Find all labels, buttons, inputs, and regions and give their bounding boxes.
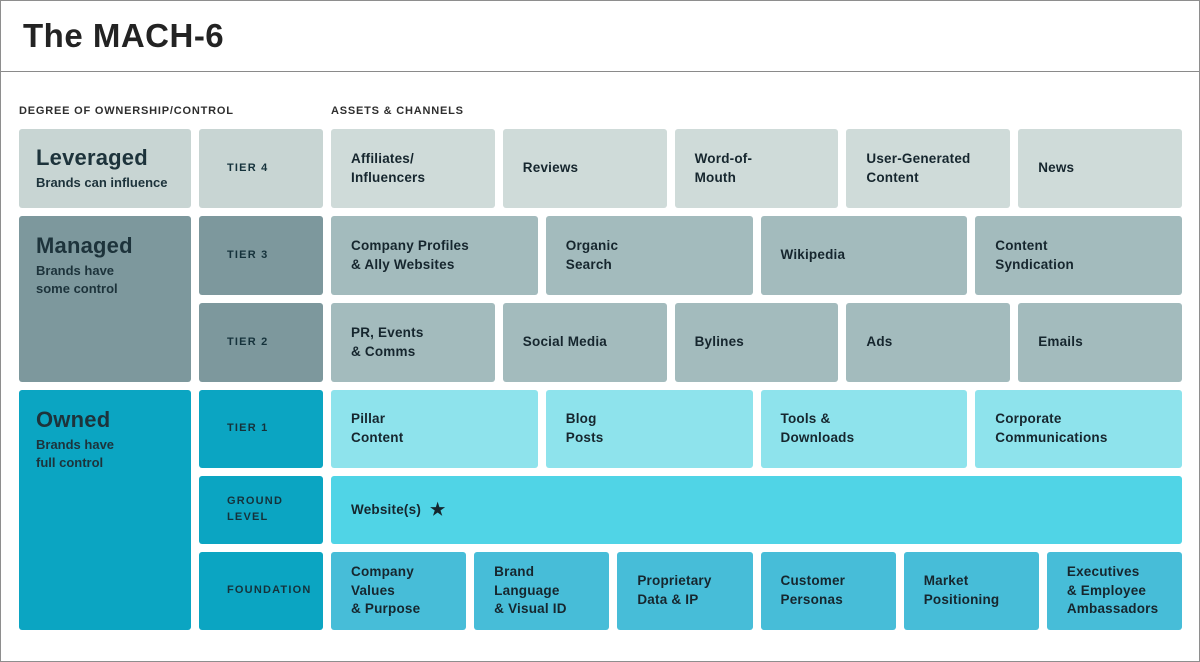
- box-ads: Ads: [846, 303, 1011, 382]
- box-corporate-communications: Corporate Communications: [975, 390, 1182, 468]
- tier-label-foundation: FOUNDATION: [199, 552, 323, 630]
- box-company-values-purpose: Company Values & Purpose: [331, 552, 467, 630]
- websites-label: Website(s): [351, 501, 422, 517]
- box-customer-personas: Customer Personas: [760, 552, 896, 630]
- tier-label-tier2: TIER 2: [199, 303, 323, 382]
- box-pillar-content: Pillar Content: [331, 390, 538, 468]
- box-market-positioning: Market Positioning: [903, 552, 1039, 630]
- channel-row-tier4: Affiliates/ Influencers Reviews Word-of-…: [331, 129, 1182, 208]
- tier-label-tier4: TIER 4: [199, 129, 323, 208]
- box-reviews: Reviews: [502, 129, 667, 208]
- tier-label-tier3: TIER 3: [199, 216, 323, 295]
- box-wikipedia: Wikipedia: [760, 216, 968, 295]
- tier-label-ground-level: GROUND LEVEL: [199, 476, 323, 544]
- star-icon: ★: [430, 500, 446, 520]
- ownership-block-managed: Managed Brands have some control: [19, 216, 191, 382]
- box-organic-search: Organic Search: [545, 216, 753, 295]
- box-content-syndication: Content Syndication: [975, 216, 1182, 295]
- ownership-title-owned: Owned: [36, 407, 111, 432]
- header-degree-of-ownership: DEGREE OF OWNERSHIP/CONTROL: [19, 105, 234, 117]
- box-tools-downloads: Tools & Downloads: [760, 390, 968, 468]
- header-assets-channels: ASSETS & CHANNELS: [331, 105, 464, 117]
- box-news: News: [1018, 129, 1182, 208]
- box-company-profiles-ally-websites: Company Profiles & Ally Websites: [331, 216, 538, 295]
- tier-label-tier1: TIER 1: [199, 390, 323, 468]
- title-bar: The MACH-6: [1, 1, 1199, 72]
- ownership-block-leveraged: Leveraged Brands can influence: [19, 129, 191, 208]
- ownership-block-owned: Owned Brands have full control: [19, 390, 191, 630]
- box-emails: Emails: [1018, 303, 1182, 382]
- diagram-content: DEGREE OF OWNERSHIP/CONTROL ASSETS & CHA…: [1, 72, 1199, 630]
- ownership-desc-leveraged: Brands can influence: [36, 175, 168, 191]
- column-headers: DEGREE OF OWNERSHIP/CONTROL ASSETS & CHA…: [19, 72, 1182, 129]
- ownership-title-leveraged: Leveraged: [36, 145, 148, 171]
- diagram-grid: Leveraged Brands can influence Managed B…: [19, 129, 1183, 630]
- box-social-media: Social Media: [502, 303, 667, 382]
- box-executives-employee-ambassadors: Executives & Employee Ambassadors: [1046, 552, 1183, 630]
- box-pr-events-comms: PR, Events & Comms: [331, 303, 495, 382]
- box-brand-language-visual-id: Brand Language & Visual ID: [474, 552, 610, 630]
- page-title: The MACH-6: [23, 17, 225, 54]
- channel-row-foundation: Company Values & Purpose Brand Language …: [331, 552, 1183, 630]
- channel-row-tier3: Company Profiles & Ally Websites Organic…: [331, 216, 1182, 295]
- box-word-of-mouth: Word-of- Mouth: [674, 129, 839, 208]
- channel-row-tier1: Pillar Content Blog Posts Tools & Downlo…: [331, 390, 1182, 468]
- ownership-desc-managed: Brands have some control: [36, 263, 118, 296]
- box-websites: Website(s) ★: [331, 476, 1182, 544]
- box-user-generated-content: User-Generated Content: [846, 129, 1011, 208]
- ownership-desc-owned: Brands have full control: [36, 437, 115, 470]
- box-blog-posts: Blog Posts: [545, 390, 753, 468]
- channel-row-ground-level: Website(s) ★: [331, 476, 1182, 544]
- box-affiliates-influencers: Affiliates/ Influencers: [331, 129, 495, 208]
- ownership-title-managed: Managed: [36, 233, 133, 258]
- box-proprietary-data-ip: Proprietary Data & IP: [617, 552, 753, 630]
- channel-row-tier2: PR, Events & Comms Social Media Bylines …: [331, 303, 1182, 382]
- box-bylines: Bylines: [674, 303, 839, 382]
